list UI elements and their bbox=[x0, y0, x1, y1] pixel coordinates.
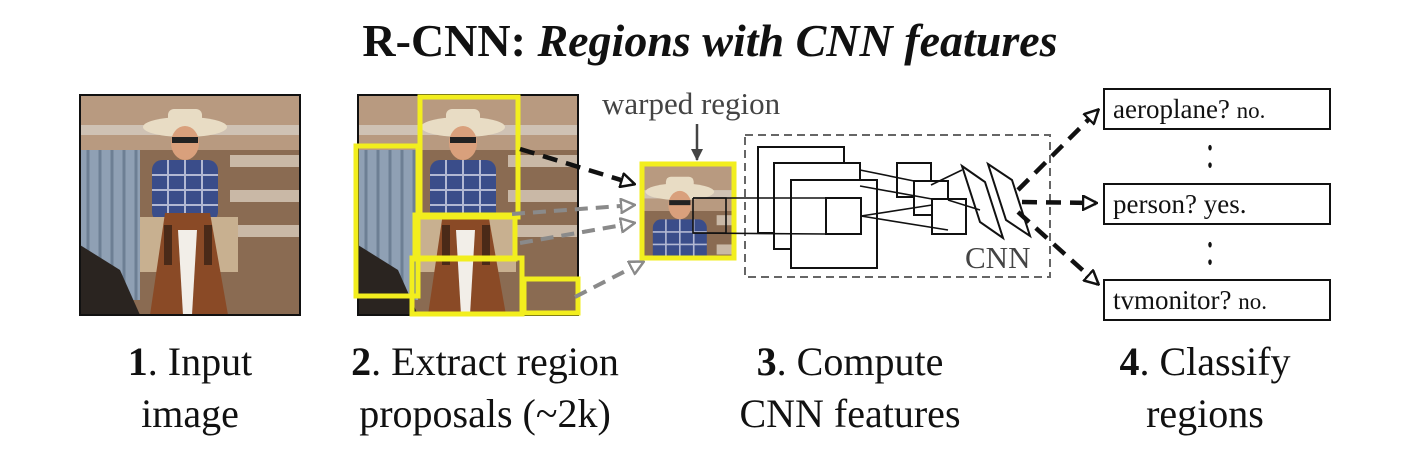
input-image bbox=[79, 94, 301, 316]
proposal-box-gate bbox=[353, 143, 421, 299]
step-line2: proposals (~2k) bbox=[359, 391, 611, 436]
step-2-caption: 2. Extract region proposals (~2k) bbox=[315, 336, 655, 440]
cnn-dashed-box bbox=[744, 134, 1051, 278]
fc-2 bbox=[986, 161, 1032, 239]
warped-region-label: warped region bbox=[602, 86, 781, 121]
cnn-label: CNN bbox=[965, 240, 1031, 275]
fc-1 bbox=[960, 163, 1005, 241]
arrow-to-tvmonitor bbox=[1016, 210, 1098, 284]
title-bold: R-CNN: bbox=[362, 15, 526, 66]
class-answer: no. bbox=[1236, 98, 1266, 123]
step-number: 2 bbox=[351, 339, 372, 384]
step-number: 3 bbox=[756, 339, 777, 384]
class-question: person? yes. bbox=[1113, 189, 1247, 219]
ellipsis-dots-2: : bbox=[1205, 222, 1215, 276]
step-line1: . Extract region bbox=[371, 339, 619, 384]
step-number: 1 bbox=[127, 339, 148, 384]
step-number: 4 bbox=[1119, 339, 1140, 384]
title-italic: Regions with CNN features bbox=[537, 15, 1058, 66]
step-line2: regions bbox=[1146, 391, 1264, 436]
class-box-aeroplane: aeroplane? no. bbox=[1103, 88, 1331, 130]
class-question: aeroplane? bbox=[1113, 94, 1230, 124]
class-answer: no. bbox=[1238, 289, 1267, 314]
cnn-connections bbox=[692, 169, 981, 235]
arrow-to-aeroplane bbox=[1016, 110, 1098, 192]
step-4-caption: 4. Classify regions bbox=[1080, 336, 1330, 440]
step-1-caption: 1. Input image bbox=[90, 336, 290, 440]
step-line1: . Compute bbox=[776, 339, 944, 384]
class-box-tvmonitor: tvmonitor? no. bbox=[1103, 279, 1331, 321]
arrow-black bbox=[519, 146, 634, 184]
step-line2: image bbox=[141, 391, 239, 436]
arrow-gray-3 bbox=[574, 260, 643, 299]
class-box-person: person? yes. bbox=[1103, 183, 1331, 225]
proposals-image bbox=[357, 94, 579, 316]
step-line1: . Classify bbox=[1139, 339, 1291, 384]
diagram-title: R-CNN: Regions with CNN features bbox=[0, 14, 1420, 67]
ellipsis-dots-1: : bbox=[1205, 125, 1215, 179]
proposal-boxes bbox=[353, 94, 581, 317]
arrow-to-person bbox=[1021, 202, 1096, 203]
step-line2: CNN features bbox=[739, 391, 961, 436]
warped-region bbox=[639, 161, 737, 261]
kernel-1 bbox=[825, 197, 862, 235]
arrow-gray-2 bbox=[519, 223, 634, 245]
class-question: tvmonitor? bbox=[1113, 285, 1232, 315]
step-3-caption: 3. Compute CNN features bbox=[700, 336, 1000, 440]
step-line1: . Input bbox=[147, 339, 253, 384]
